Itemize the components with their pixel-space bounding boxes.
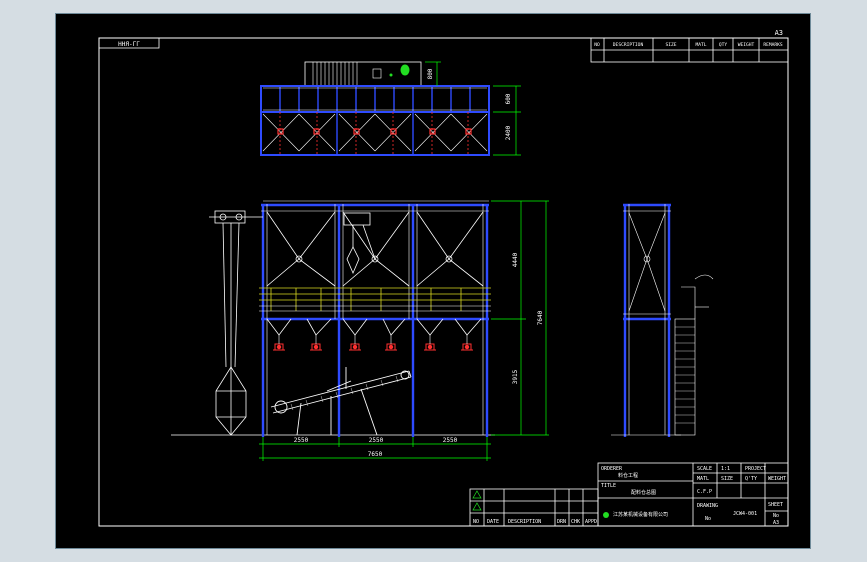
rev-col-drawn: DRN — [557, 519, 566, 525]
parts-col-remarks: REMARKS — [763, 42, 783, 48]
front-elevation: 4440 3915 7640 2550 2550 2550 7650 — [171, 200, 549, 461]
dim-plan-depth-bottom: 2400 — [505, 125, 512, 140]
bulk-bag — [215, 366, 247, 436]
drawing-border — [98, 37, 789, 527]
tb-scale-label: SCALE — [697, 466, 712, 472]
rev-col-date: DATE — [487, 519, 499, 525]
tb-sheet-label: SHEET — [768, 502, 783, 508]
tb-size-label: SIZE — [721, 476, 733, 482]
roof-fan-icon — [400, 64, 410, 76]
parts-col-no: NO — [594, 42, 600, 48]
dim-bay-2: 2550 — [369, 437, 384, 444]
drawing-sheet: ННЯ-ГГ A3 NO DESCRIPTION SIZE MATL QTY W… — [55, 13, 811, 549]
parts-col-weight: WEIGHT — [738, 42, 755, 48]
feeder-motor-2 — [309, 343, 323, 351]
dim-plan-depth-top: 600 — [505, 93, 512, 104]
tb-scale-value: 1:1 — [721, 466, 730, 472]
tb-cfp-label: C.F.P — [697, 489, 712, 495]
rev-col-checked: CHK — [571, 519, 580, 525]
company-logo-icon — [603, 512, 609, 518]
tb-title-value: 配料仓总图 — [631, 489, 656, 496]
tb-project-label: PROJECT — [745, 466, 766, 472]
access-stair — [674, 286, 709, 436]
feeder-motor-3 — [348, 343, 362, 351]
tb-company: 江苏某机械设备有限公司 — [613, 511, 668, 518]
hoist-trolley-inner — [343, 212, 376, 275]
tb-qty-label: Q'TY — [745, 476, 757, 482]
hoist-trolley — [209, 210, 263, 368]
tb-mat-label: MATL — [697, 476, 709, 482]
tb-drawing-no-value: JCW4-001 — [733, 511, 757, 517]
tb-drawing-no-label: No — [705, 516, 711, 522]
corner-tag: ННЯ-ГГ — [118, 41, 140, 48]
plan-view: 600 2400 800 — [260, 61, 521, 156]
tb-orderer-value: 料仓工程 — [618, 472, 638, 479]
feeder-motor-4 — [384, 343, 398, 351]
rev-col-no: NO — [473, 519, 479, 525]
dim-height-total: 7640 — [537, 310, 544, 325]
parts-col-qty: QTY — [719, 42, 728, 48]
tb-title-label: TITLE — [601, 483, 616, 489]
side-elevation — [611, 203, 714, 437]
sheet-size-code: A3 — [775, 29, 783, 37]
parts-list-header — [590, 37, 789, 63]
tb-weight-label: WEIGHT — [768, 476, 786, 482]
dim-total-width: 7650 — [368, 451, 383, 458]
feeder-motor-5 — [423, 343, 437, 351]
title-block — [469, 462, 789, 527]
dim-height-upper: 4440 — [512, 252, 519, 267]
rev-col-approved: APPD — [585, 519, 597, 525]
dim-bay-3: 2550 — [443, 437, 458, 444]
feeder-motor-6 — [460, 343, 474, 351]
corner-tag-box: ННЯ-ГГ — [98, 37, 160, 49]
tb-orderer-label: ORDERER — [601, 466, 623, 472]
parts-col-matl: MATL — [695, 42, 706, 48]
tb-sheet-size: A3 — [773, 520, 779, 526]
tb-drawing-label: DRAWING — [697, 503, 718, 509]
dim-bay-1: 2550 — [294, 437, 309, 444]
rev-col-description: DESCRIPTION — [508, 519, 541, 525]
cad-drawing: ННЯ-ГГ A3 NO DESCRIPTION SIZE MATL QTY W… — [98, 29, 789, 527]
dim-plan-roof: 800 — [427, 68, 434, 79]
feeder-motor-1 — [272, 343, 286, 351]
revision-triangles — [472, 490, 482, 511]
dim-height-lower: 3915 — [512, 369, 519, 384]
parts-col-size: SIZE — [665, 42, 676, 48]
tb-sheet-no: No — [773, 513, 779, 519]
parts-col-description: DESCRIPTION — [613, 42, 644, 48]
belt-conveyor — [270, 367, 412, 436]
